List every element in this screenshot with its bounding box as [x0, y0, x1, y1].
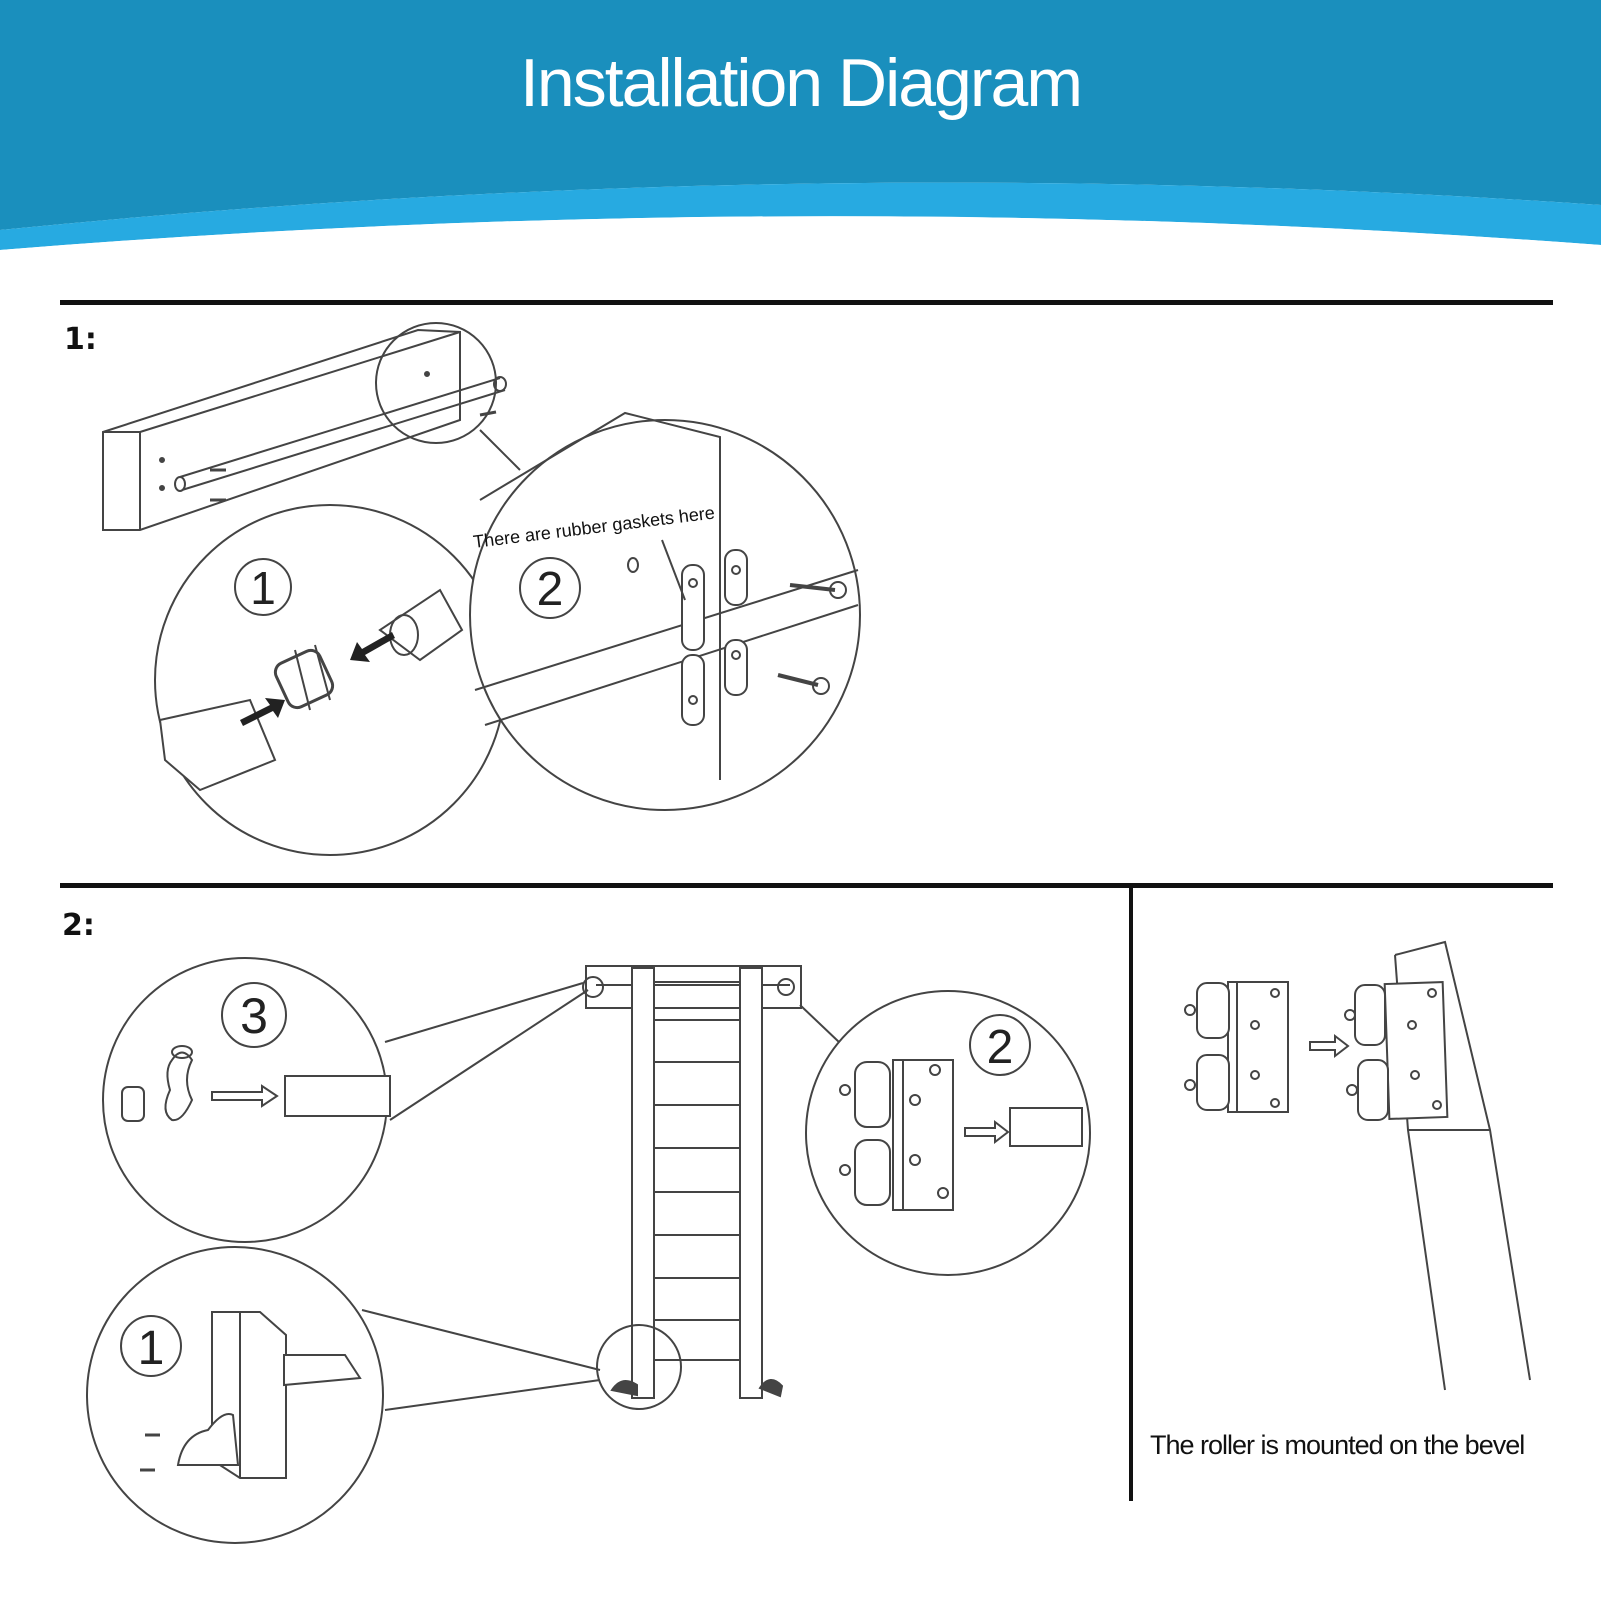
zoom-circle-small	[375, 322, 521, 471]
bevel-caption: The roller is mounted on the bevel	[1150, 1430, 1525, 1460]
section-divider-middle	[60, 883, 1553, 888]
step-2-label: 2:	[62, 908, 95, 943]
section-divider-top	[60, 300, 1553, 305]
header-background	[0, 0, 1601, 250]
end-stop-callout	[102, 957, 391, 1243]
callout-1-number: 1	[250, 562, 276, 614]
callout-3-number: 3	[240, 988, 268, 1044]
bevel-roller-illustration	[1184, 940, 1531, 1391]
wheel-callout	[86, 1246, 384, 1544]
page-title: Installation Diagram	[520, 45, 1083, 121]
callout-2-number: 2	[537, 563, 564, 616]
callout-2b-number: 2	[987, 1021, 1014, 1074]
rail-board-illustration	[102, 328, 507, 531]
bracket-callout	[469, 411, 861, 811]
ladder-rungs	[654, 981, 740, 1361]
door-ladder-illustration	[361, 965, 861, 1411]
callout-1b-number: 1	[138, 1322, 165, 1375]
roller-bracket-callout	[805, 990, 1091, 1276]
connector-callout	[154, 504, 506, 856]
header-banner: Installation Diagram	[0, 0, 1601, 250]
step-1-label: 1:	[64, 322, 97, 357]
side-panel-divider	[1129, 886, 1133, 1501]
